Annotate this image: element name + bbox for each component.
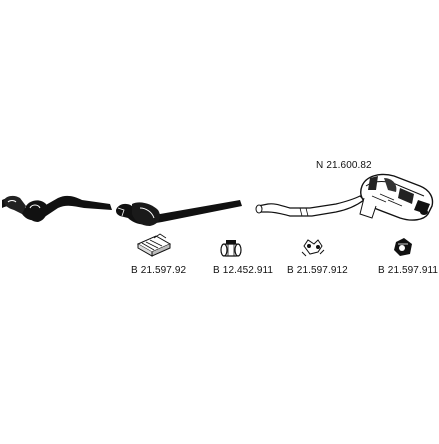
accessory-number: 12.452.911	[222, 265, 274, 276]
rear-silencer-icon	[359, 173, 434, 221]
middle-pipe-icon	[116, 200, 242, 226]
accessory-prefix: B	[131, 265, 138, 276]
main-part-number: 21.600.82	[326, 160, 372, 171]
mounting-pad-icon	[136, 233, 172, 257]
main-part-prefix: N	[316, 160, 324, 171]
accessory-number: 21.597.911	[387, 265, 439, 276]
accessory-number: 21.597.912	[296, 265, 348, 276]
bracket-hanger-icon	[394, 238, 412, 256]
rubber-hanger-icon	[301, 239, 325, 257]
front-pipe-icon	[2, 195, 112, 222]
accessory-prefix: B	[378, 265, 385, 276]
accessory-prefix: B	[287, 265, 294, 276]
accessory-prefix: B	[213, 265, 220, 276]
accessory-number: 21.597.92	[140, 265, 187, 276]
pipe-clamp-icon	[220, 240, 242, 257]
rear-pipe-icon	[255, 195, 365, 217]
